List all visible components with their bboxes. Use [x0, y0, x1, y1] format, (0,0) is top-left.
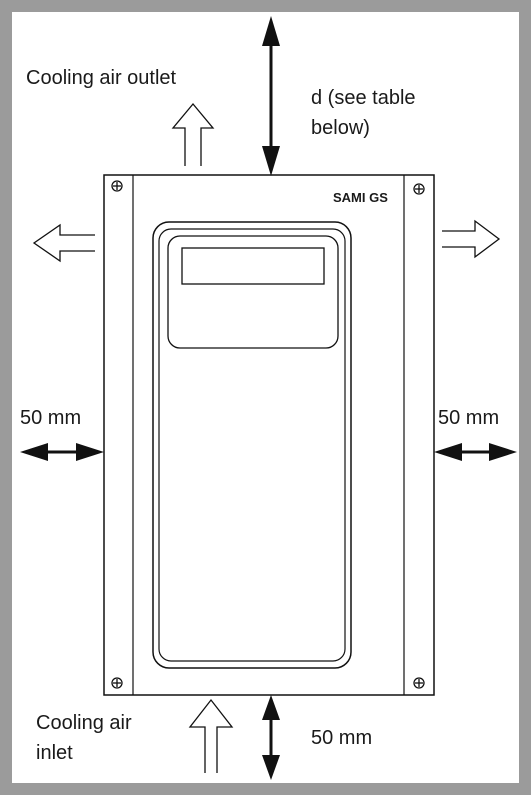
display-window [167, 235, 339, 349]
airflow-outlet-left-arrow [32, 223, 95, 263]
airflow-outlet-right-arrow [442, 219, 501, 259]
top-clearance-arrow [262, 16, 280, 176]
screw-top-left [111, 180, 123, 192]
front-panel [152, 221, 352, 669]
left-clearance-label: 50 mm [20, 407, 82, 429]
inlet-label-line1: Cooling air [36, 712, 132, 734]
inlet-label-line2: inlet [36, 742, 73, 764]
bottom-clearance-label: 50 mm [311, 727, 373, 749]
bottom-clearance-arrow [262, 695, 280, 780]
outlet-label: Cooling air outlet [26, 67, 177, 89]
top-clearance-label-line2: below) [311, 117, 370, 139]
airflow-outlet-top-arrow [171, 102, 215, 166]
screw-top-right [413, 183, 425, 195]
screw-bottom-left [111, 677, 123, 689]
device-model-label: SAMI GS [333, 190, 388, 205]
top-clearance-label-line1: d (see table [311, 87, 416, 109]
left-clearance-arrow [20, 443, 104, 461]
device-housing [103, 174, 435, 696]
right-clearance-label: 50 mm [438, 407, 500, 429]
screw-bottom-right [413, 677, 425, 689]
airflow-inlet-bottom-arrow [188, 698, 234, 773]
right-clearance-arrow [434, 443, 517, 461]
